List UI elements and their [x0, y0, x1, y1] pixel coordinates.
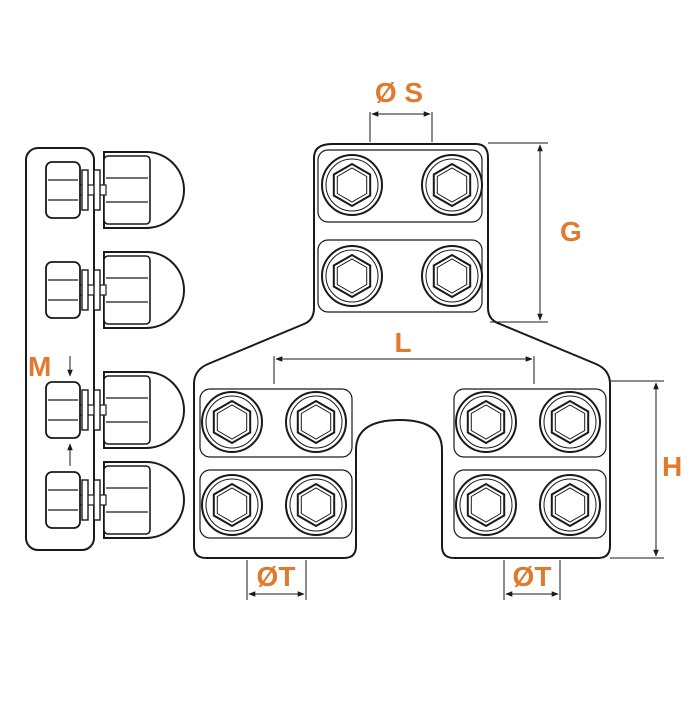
hex-nut — [321, 245, 383, 307]
hex-nut — [285, 391, 347, 453]
side-view-plate — [25, 147, 95, 551]
side-view — [25, 147, 185, 551]
hex-nut — [201, 391, 263, 453]
hex-nut — [421, 154, 483, 216]
label-s: Ø S — [375, 77, 423, 108]
hex-nut — [455, 474, 517, 536]
label-t-right: ØT — [513, 561, 552, 592]
hex-nut — [285, 474, 347, 536]
front-view-nuts — [201, 154, 601, 536]
hex-nut — [455, 391, 517, 453]
label-m: M — [28, 351, 51, 382]
bolt-pad — [199, 469, 353, 539]
hex-nut — [321, 154, 383, 216]
bolt-pad — [453, 388, 607, 458]
dimension-labels: Ø S G L H M ØT ØT — [28, 77, 682, 592]
front-view-pads — [199, 149, 607, 539]
side-bolt — [45, 461, 185, 539]
side-bolt — [45, 251, 185, 329]
label-h: H — [662, 451, 682, 482]
hex-nut — [539, 391, 601, 453]
hex-nut — [201, 474, 263, 536]
hex-nut — [539, 474, 601, 536]
side-bolt — [45, 151, 185, 229]
side-view-bolts — [45, 151, 185, 539]
bolt-pad — [199, 388, 353, 458]
side-bolt — [45, 371, 185, 449]
front-view — [193, 143, 611, 559]
bolt-pad — [453, 469, 607, 539]
dimensions — [67, 111, 664, 600]
hex-nut — [421, 245, 483, 307]
label-t-left: ØT — [257, 561, 296, 592]
label-g: G — [560, 216, 582, 247]
label-l: L — [394, 327, 411, 358]
front-view-plate-outline — [193, 143, 611, 559]
